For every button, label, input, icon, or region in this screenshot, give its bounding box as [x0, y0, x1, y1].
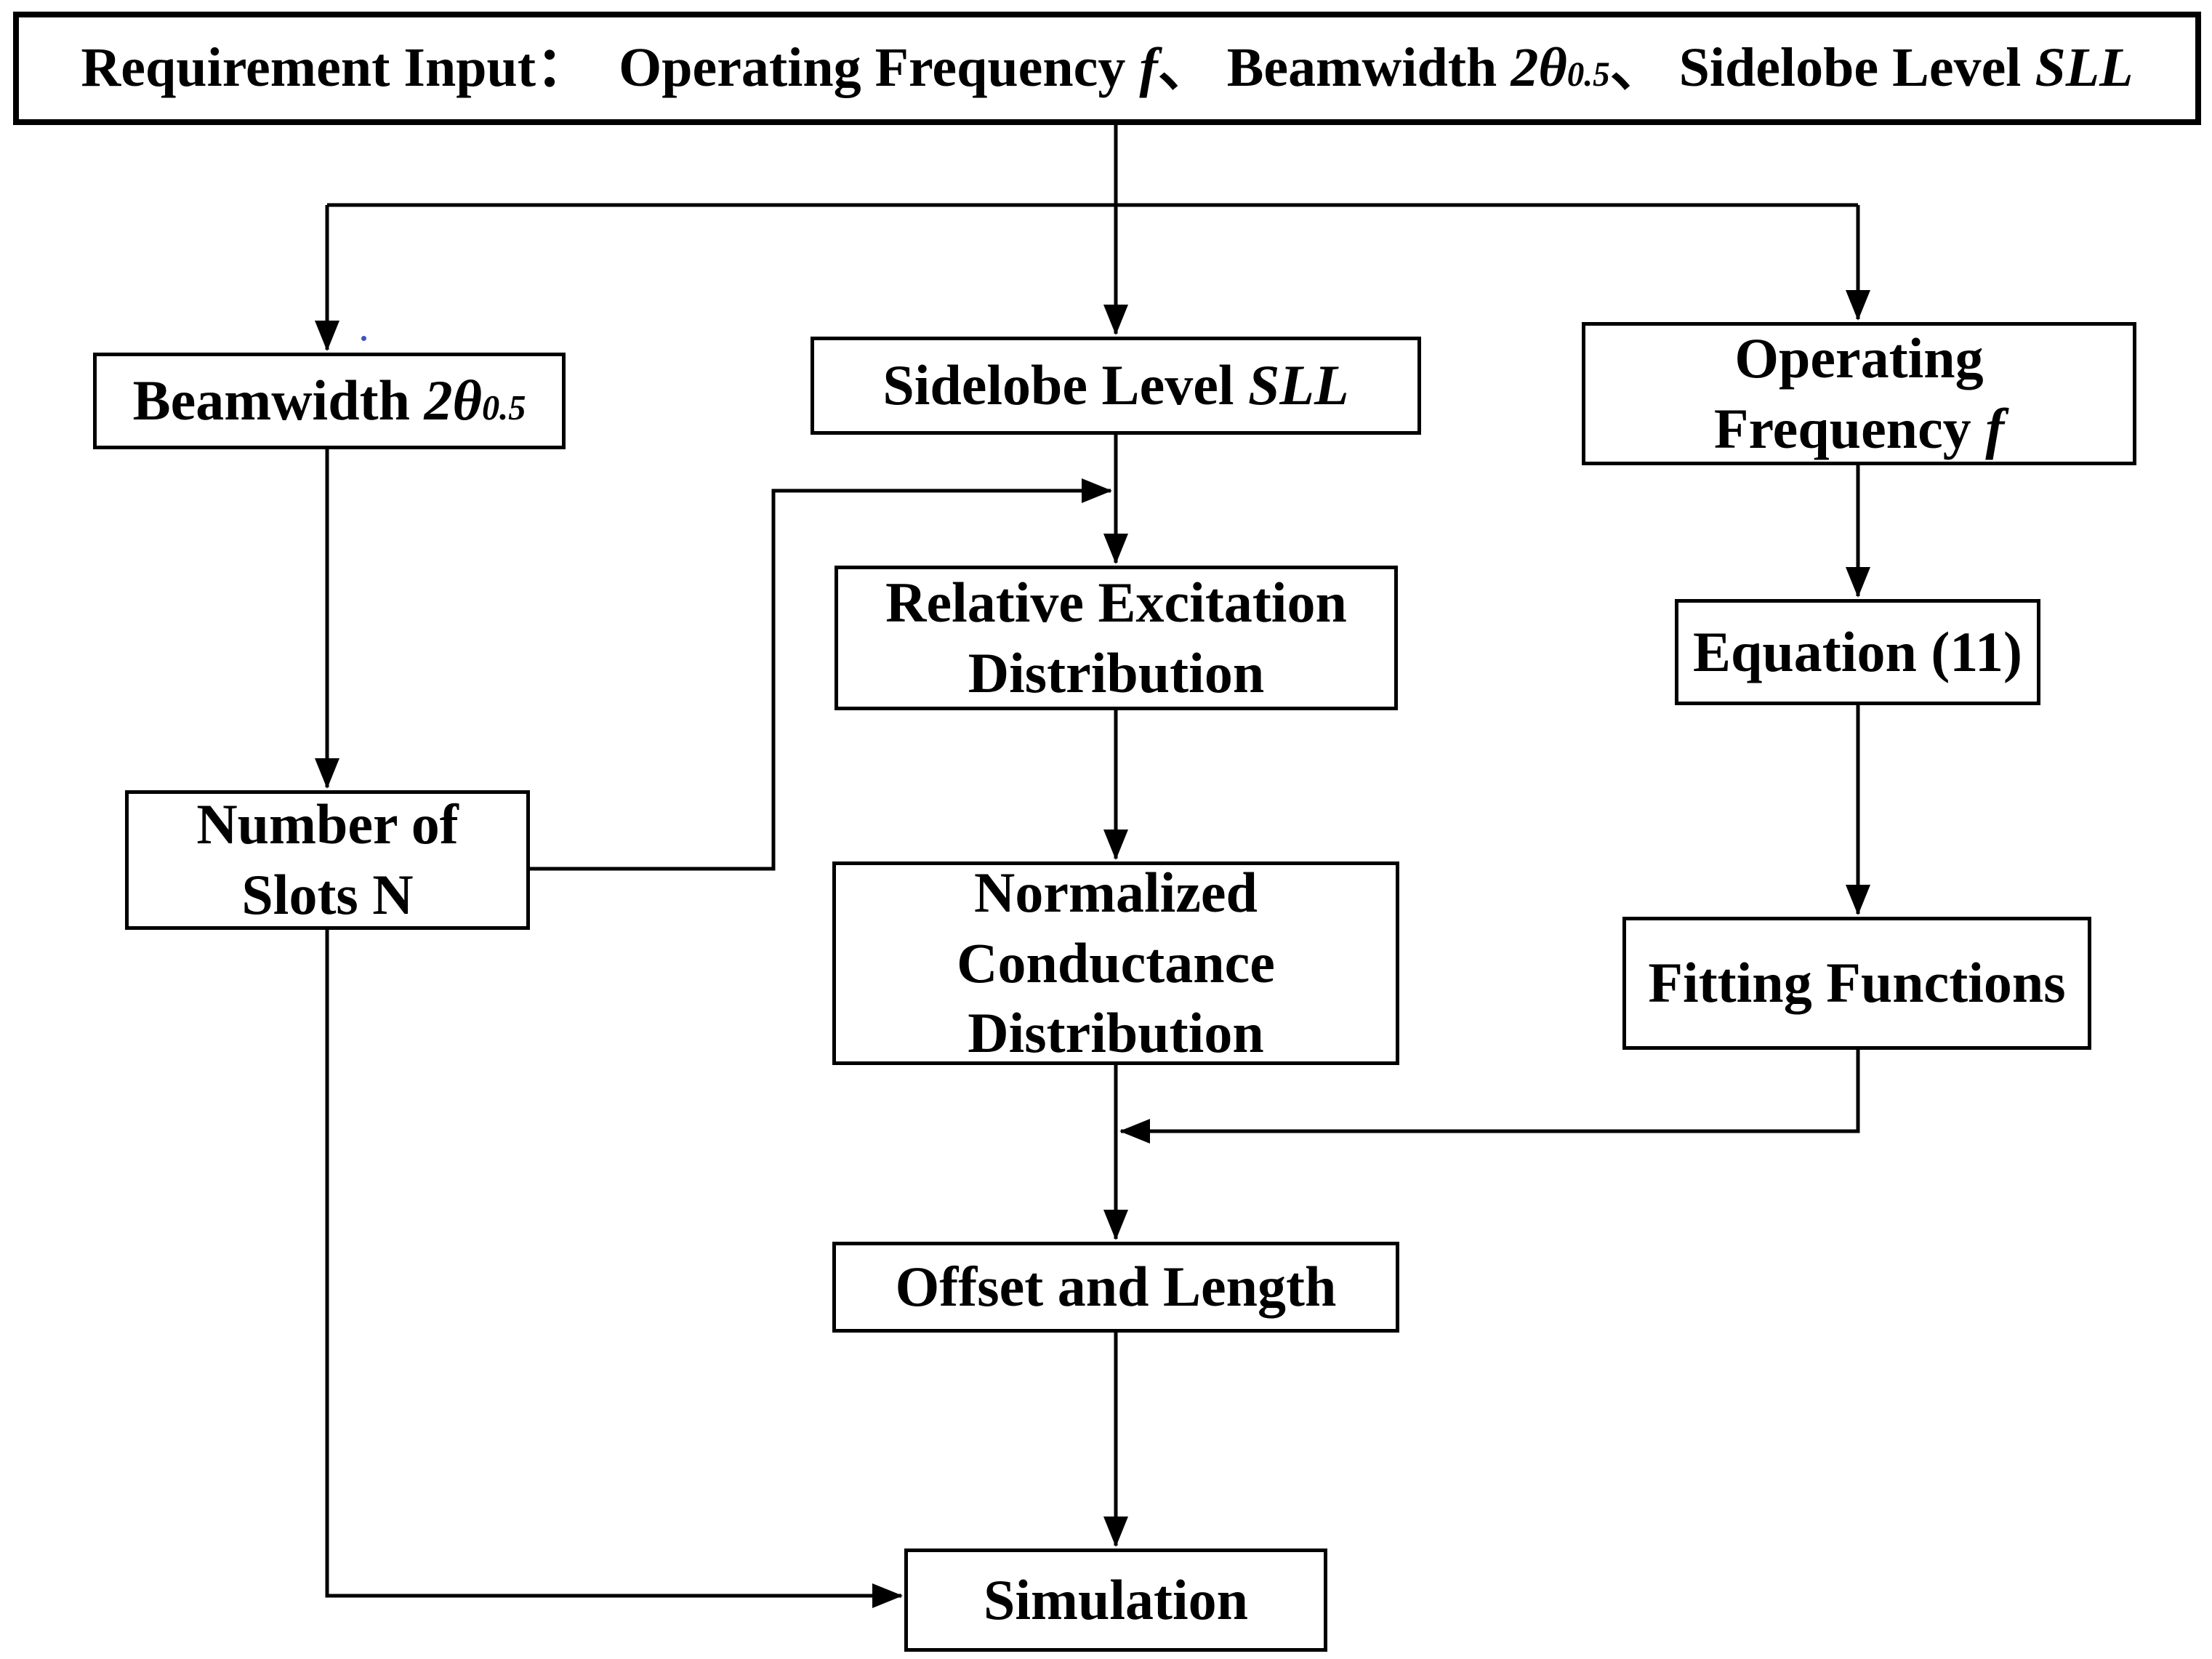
label-text: Distribution	[968, 1001, 1264, 1065]
label-text: Simulation	[983, 1567, 1249, 1631]
label-math-f: f	[1139, 37, 1158, 99]
label-text: 、 Beamwidth	[1157, 37, 1511, 99]
node-label: Distribution	[968, 638, 1264, 709]
label-math-2theta: 2θ	[1511, 37, 1567, 99]
node-label: Slots N	[241, 860, 413, 931]
connector-fitting-offset	[1119, 1050, 1860, 1144]
node-label: Requirement Input： Operating Frequency f…	[81, 37, 2133, 99]
node-label: Frequency f	[1714, 394, 2004, 465]
node-label: Normalized	[974, 858, 1258, 928]
label-text: Normalized	[974, 860, 1258, 924]
label-text: 、 Sidelobe Level	[1609, 37, 2035, 99]
label-text: Fitting Functions	[1648, 951, 2066, 1015]
node-label: Operating	[1734, 324, 1983, 394]
connector-slots-excitation	[530, 478, 1112, 871]
node-normalized-conductance-distribution: Normalized Conductance Distribution	[832, 861, 1399, 1065]
node-label: Offset and Length	[896, 1252, 1337, 1322]
label-text: Relative Excitation	[885, 570, 1347, 634]
label-text: Distribution	[968, 640, 1265, 704]
label-text: Equation (11)	[1693, 619, 2022, 683]
node-label: Conductance	[957, 928, 1275, 999]
node-label: Number of	[196, 790, 458, 860]
label-text: Beamwidth	[132, 369, 425, 433]
label-subscript-05: 0.5	[481, 389, 526, 428]
node-equation-11: Equation (11)	[1675, 599, 2040, 705]
connector-slots-simulation	[325, 930, 903, 1608]
label-math-sll: SLL	[1248, 353, 1349, 417]
label-text: Operating	[1734, 326, 1984, 390]
node-label: Beamwidth 2θ0.5	[133, 366, 526, 436]
node-fitting-functions: Fitting Functions	[1622, 917, 2091, 1050]
label-subscript-05: 0.5	[1567, 56, 1610, 95]
node-label: Fitting Functions	[1648, 948, 2065, 1019]
node-beamwidth: Beamwidth 2θ0.5	[93, 353, 566, 449]
node-label: Simulation	[984, 1565, 1248, 1636]
node-label: Relative Excitation	[885, 568, 1347, 638]
node-number-of-slots: Number of Slots N	[125, 790, 530, 930]
node-label: Equation (11)	[1693, 617, 2022, 688]
label-math-sll: SLL	[2035, 37, 2133, 99]
node-requirement-input: Requirement Input： Operating Frequency f…	[13, 12, 2201, 125]
node-label: Sidelobe Level SLL	[882, 350, 1348, 421]
label-math-f: f	[1985, 396, 2005, 460]
label-text: Sidelobe Level	[882, 353, 1248, 417]
label-text: Conductance	[957, 931, 1275, 995]
label-text: Offset and Length	[895, 1255, 1337, 1319]
label-math-2theta: 2θ	[424, 369, 482, 433]
label-text: Frequency	[1713, 396, 1986, 460]
node-simulation: Simulation	[904, 1548, 1327, 1652]
node-operating-frequency: Operating Frequency f	[1582, 322, 2136, 465]
node-offset-and-length: Offset and Length	[832, 1242, 1399, 1333]
node-relative-excitation-distribution: Relative Excitation Distribution	[834, 566, 1398, 710]
node-label: Distribution	[968, 998, 1263, 1069]
label-text: Number of	[196, 792, 459, 856]
connector-requirement-splitter	[327, 116, 1858, 207]
label-text: Requirement Input： Operating Frequency	[81, 37, 1140, 99]
stray-dot	[361, 336, 366, 341]
node-sidelobe-level: Sidelobe Level SLL	[811, 337, 1421, 435]
label-text: Slots N	[241, 863, 414, 926]
